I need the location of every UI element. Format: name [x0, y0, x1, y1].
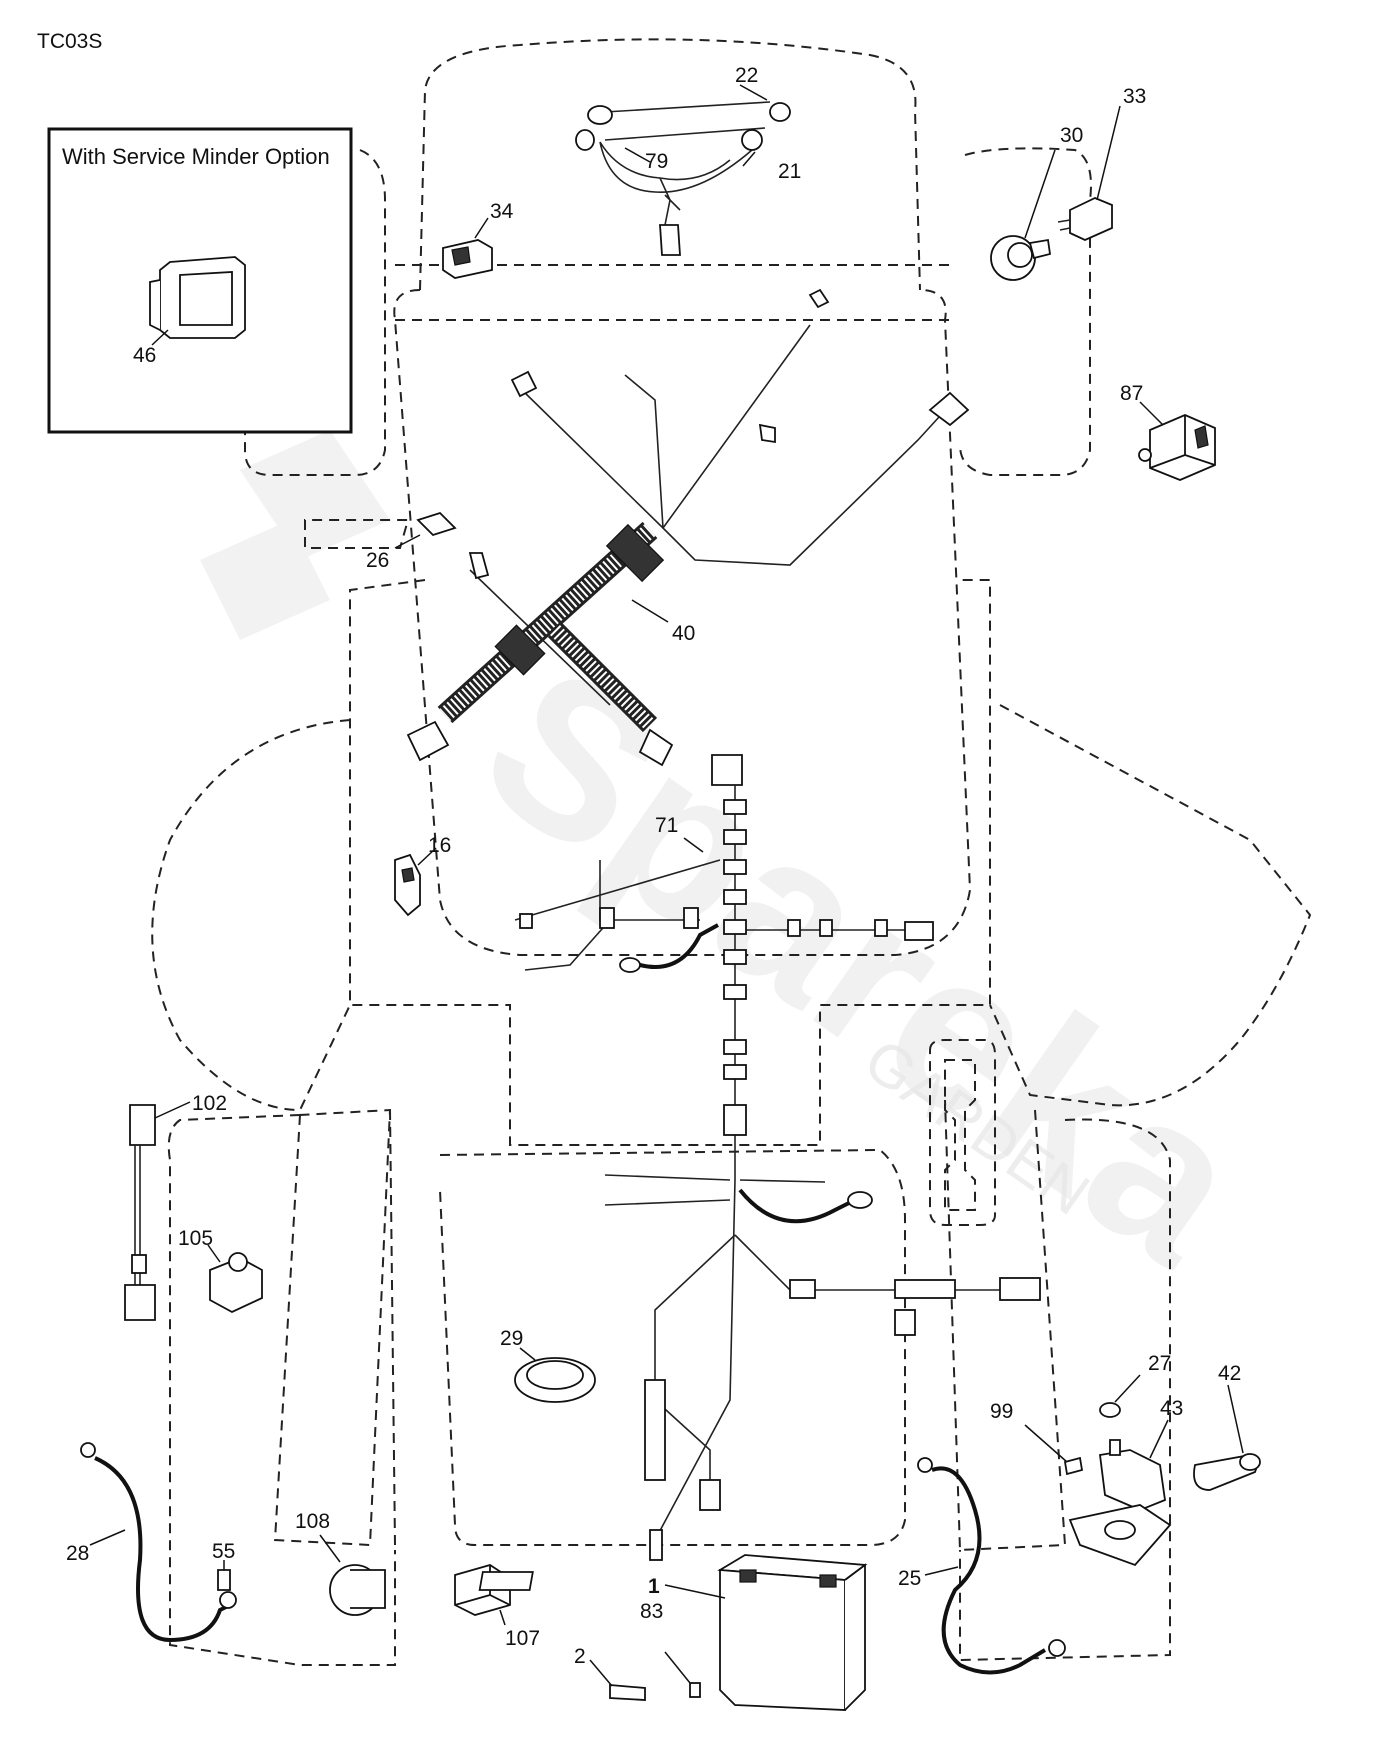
part-label-16: 16: [428, 834, 451, 857]
part-label-105: 105: [178, 1227, 213, 1250]
service-minder-display-icon: [149, 256, 246, 339]
part-label-87: 87: [1120, 382, 1143, 405]
switch-16: 16: [394, 834, 451, 917]
part-label-22: 22: [735, 64, 758, 87]
main-harness-40: 40: [406, 288, 970, 767]
rocker-switch-34: 34: [442, 200, 514, 279]
battery-1: 1: [478, 1554, 868, 1711]
inset-service-minder: With Service Minder Option 46: [47, 127, 353, 434]
nut-83: 83: [640, 1600, 701, 1698]
tractor-outline: [151, 38, 1312, 1666]
part-label-71: 71: [655, 814, 678, 837]
plug-29: 29: [500, 1327, 596, 1403]
connector-33: 33: [1057, 85, 1146, 241]
part-label-30: 30: [1060, 124, 1083, 147]
part-label-2: 2: [574, 1645, 586, 1668]
ignition-switch-30: 30: [990, 124, 1083, 281]
part-label-26: 26: [366, 549, 389, 572]
solenoid-43: 43: [1068, 1397, 1183, 1567]
fuse-holder-26: 26: [366, 511, 457, 572]
part-label-102: 102: [192, 1092, 227, 1115]
part-label-46: 46: [133, 344, 156, 367]
part-label-34: 34: [490, 200, 514, 223]
part-label-33: 33: [1123, 85, 1146, 108]
headlight-bulb-icon: [575, 102, 791, 151]
part-label-99: 99: [990, 1400, 1013, 1423]
terminal-boot-42: 42: [1193, 1362, 1261, 1491]
part-label-28: 28: [66, 1542, 89, 1565]
solenoid-105: 105: [178, 1227, 263, 1314]
inset-title: With Service Minder Option: [62, 144, 330, 169]
cable-28: 28: [66, 1442, 237, 1643]
bolt-55: 55: [212, 1540, 235, 1591]
part-label-25: 25: [898, 1567, 921, 1590]
bolt-2: 2: [574, 1645, 646, 1701]
part-label-27: 27: [1148, 1352, 1171, 1375]
part-label-83: 83: [640, 1600, 663, 1623]
harness-102: 102: [124, 1092, 227, 1321]
part-label-107: 107: [505, 1627, 540, 1650]
part-label-108: 108: [295, 1510, 330, 1533]
module-108: 108: [295, 1510, 386, 1616]
harness-connectors: [519, 799, 934, 1136]
part-label-21: 21: [778, 160, 801, 183]
part-label-40: 40: [672, 622, 695, 645]
part-label-79: 79: [645, 150, 668, 173]
harness-71: 71: [514, 754, 934, 1541]
nut-27: 27: [1099, 1352, 1171, 1418]
part-label-43: 43: [1160, 1397, 1183, 1420]
headlight-assembly: 22 21 79: [575, 64, 801, 256]
part-label-29: 29: [500, 1327, 523, 1350]
screw-99: 99: [990, 1400, 1084, 1476]
relay-87: 87: [1120, 382, 1216, 481]
part-label-1: 1: [648, 1575, 660, 1598]
part-label-42: 42: [1218, 1362, 1241, 1385]
cable-25: 25: [898, 1457, 1066, 1675]
diagram-code: TC03S: [37, 30, 102, 53]
part-label-55: 55: [212, 1540, 235, 1563]
lower-harness: [604, 1174, 1041, 1561]
